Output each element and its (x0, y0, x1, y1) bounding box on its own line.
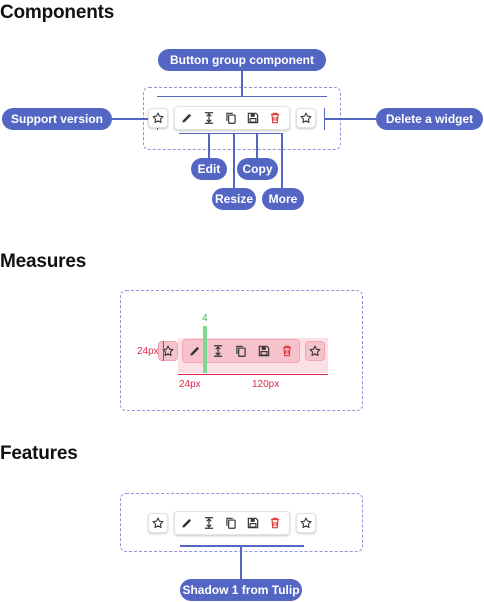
heading-measures: Measures (0, 251, 87, 272)
resize-vertical-icon (204, 112, 214, 124)
feature-copy[interactable] (221, 513, 241, 533)
trash-icon (282, 345, 292, 357)
measure-button-group (182, 339, 300, 363)
resize-vertical-icon (204, 517, 214, 529)
star-icon (300, 112, 312, 124)
measure-save (254, 341, 274, 361)
trash-icon (270, 517, 280, 529)
feature-save[interactable] (243, 513, 263, 533)
connector-button-group (241, 71, 243, 96)
star-button-right[interactable] (296, 108, 316, 128)
callout-resize: Resize (212, 188, 256, 210)
feature-button-group (174, 511, 290, 535)
pencil-icon (190, 346, 200, 356)
measure-bottom-right-label: 120px (252, 379, 280, 390)
callout-copy: Copy (237, 158, 278, 180)
feature-star-left[interactable] (148, 513, 168, 533)
star-button[interactable] (148, 108, 168, 128)
measure-left-line (163, 341, 164, 361)
save-icon (247, 112, 259, 124)
copy-icon (226, 112, 236, 124)
feature-edit[interactable] (177, 513, 197, 533)
feature-star-right[interactable] (296, 513, 316, 533)
callout-delete-widget: Delete a widget (376, 108, 483, 130)
measure-bottom-line (178, 374, 328, 375)
heading-components: Components (0, 2, 115, 23)
measure-gap-label: 4 (202, 313, 208, 324)
save-icon (247, 517, 259, 529)
star-icon (162, 345, 174, 357)
measure-copy (231, 341, 251, 361)
pencil-icon (182, 113, 192, 123)
copy-icon (226, 517, 236, 529)
callout-button-group: Button group component (158, 49, 326, 71)
bracket-delete-widget (324, 108, 325, 130)
connector-delete-widget (324, 118, 376, 120)
measure-bottom-left-label: 24px (179, 379, 201, 390)
measure-star-right (305, 341, 325, 361)
resize-button[interactable] (199, 108, 219, 128)
bracket-shadow (180, 545, 304, 547)
feature-resize[interactable] (199, 513, 219, 533)
star-icon (152, 112, 164, 124)
connector-resize (233, 133, 235, 188)
delete-button[interactable] (265, 108, 285, 128)
copy-icon (236, 345, 246, 357)
measure-left-label: 24px (137, 346, 159, 357)
callout-shadow: Shadow 1 from Tulip (180, 579, 302, 601)
bracket-button-group (157, 96, 327, 97)
bracket-below-group (179, 133, 283, 134)
save-button[interactable] (243, 108, 263, 128)
connector-support-version (112, 118, 157, 120)
callout-edit: Edit (191, 158, 227, 180)
trash-icon (270, 112, 280, 124)
copy-button[interactable] (221, 108, 241, 128)
measure-delete (277, 341, 297, 361)
heading-features: Features (0, 443, 78, 464)
connector-more (281, 133, 283, 188)
connector-edit (208, 133, 210, 158)
measure-edit (185, 341, 205, 361)
star-icon (300, 517, 312, 529)
save-icon (258, 345, 270, 357)
callout-more: More (262, 188, 304, 210)
measures-frame (120, 290, 363, 411)
edit-button[interactable] (177, 108, 197, 128)
star-icon (309, 345, 321, 357)
button-group (174, 106, 290, 130)
feature-delete[interactable] (265, 513, 285, 533)
resize-vertical-icon (213, 345, 223, 357)
star-icon (152, 517, 164, 529)
connector-shadow (240, 545, 242, 579)
connector-copy (256, 133, 258, 158)
measure-gap-marker (203, 326, 207, 373)
measure-star-left (158, 341, 178, 361)
measure-resize (208, 341, 228, 361)
callout-support-version: Support version (2, 108, 112, 130)
pencil-icon (182, 518, 192, 528)
